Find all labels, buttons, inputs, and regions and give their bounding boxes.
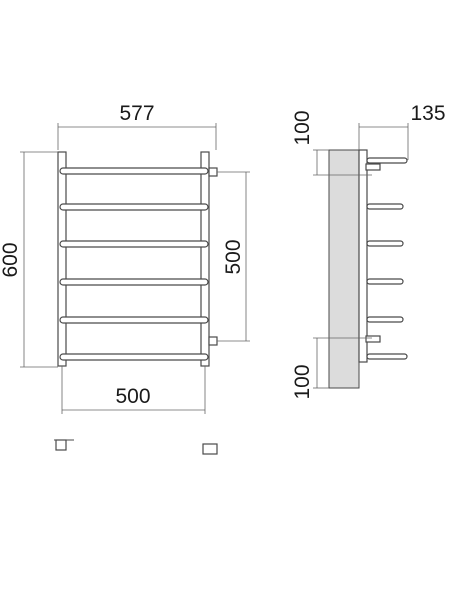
- rung: [59, 353, 209, 361]
- side-rung: [366, 203, 404, 210]
- side-rung: [366, 240, 404, 247]
- rung: [59, 240, 209, 248]
- bottom-connector: [208, 336, 218, 346]
- side-rung: [366, 157, 408, 164]
- side-rung: [366, 316, 404, 323]
- dim-overall-height: 600: [0, 242, 22, 277]
- rung: [59, 316, 209, 324]
- top-view-bracket: [55, 439, 67, 451]
- side-bracket-top: [365, 163, 381, 171]
- side-post: [358, 149, 368, 363]
- side-view: 135 100 100: [291, 102, 446, 400]
- dim-bottom-offset: 100: [291, 364, 314, 399]
- dim-overall-width: 577: [119, 102, 154, 125]
- top-connector: [208, 167, 218, 177]
- dim-center-vertical: 500: [222, 239, 245, 274]
- right-post: [200, 151, 210, 367]
- rung: [59, 167, 209, 175]
- dim-top-offset: 100: [291, 110, 314, 145]
- top-view-connector: [202, 443, 218, 455]
- top-view: [54, 439, 218, 487]
- wall: [328, 149, 360, 389]
- side-bracket-bottom: [365, 335, 381, 343]
- rung: [59, 203, 209, 211]
- rung: [59, 278, 209, 286]
- front-view: 577 600 500 500: [0, 102, 250, 414]
- side-rung: [366, 353, 408, 360]
- dim-center-horizontal: 500: [115, 385, 150, 408]
- dim-wall-offset: 135: [410, 102, 445, 125]
- left-post: [57, 151, 67, 367]
- side-rung: [366, 278, 404, 285]
